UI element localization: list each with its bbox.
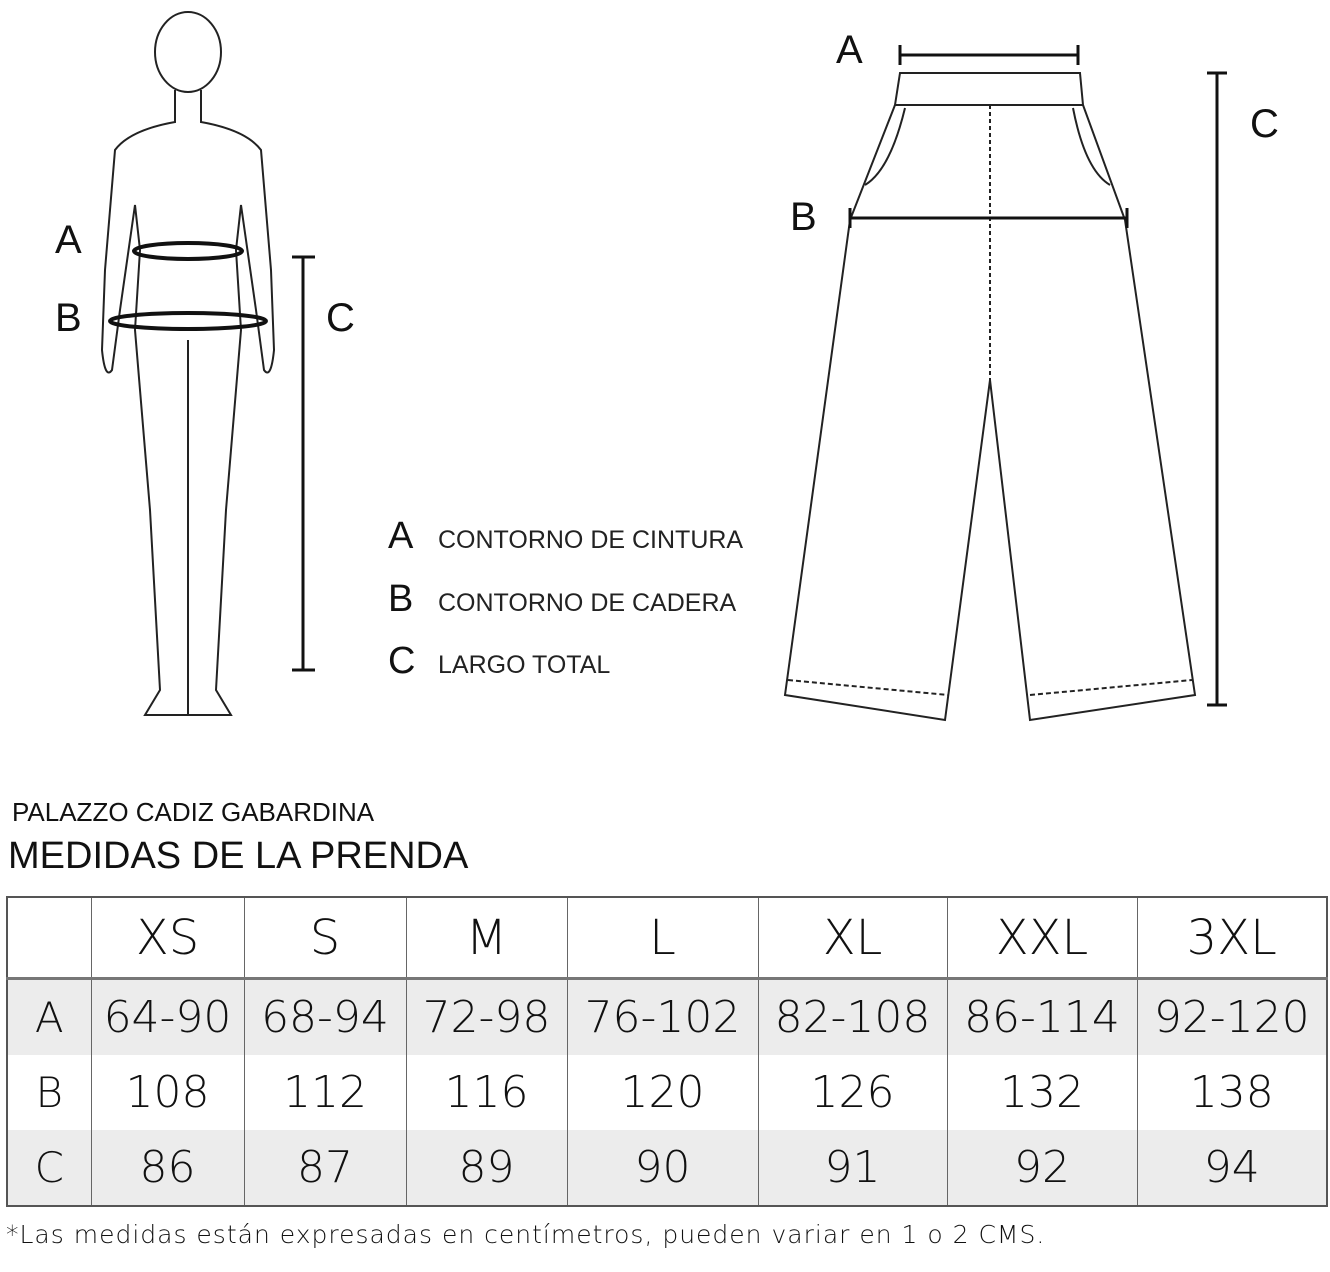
table-cell: 86 <box>90 1130 244 1206</box>
body-label-b: B <box>55 296 82 340</box>
table-cell: 92 <box>946 1130 1137 1206</box>
table-cell: 64-90 <box>90 978 244 1055</box>
table-cell: 89 <box>405 1130 567 1206</box>
product-name: PALAZZO CADIZ GABARDINA <box>12 797 375 827</box>
table-row: C 86 87 89 90 91 92 94 <box>7 1130 1327 1206</box>
table-cell: 120 <box>566 1055 758 1130</box>
row-key: A <box>7 978 91 1055</box>
table-cell: 92-120 <box>1136 978 1327 1055</box>
size-header: XL <box>757 897 947 980</box>
size-header: L <box>566 897 758 980</box>
body-label-c: C <box>326 296 355 340</box>
legend-item: B CONTORNO DE CADERA <box>388 578 736 621</box>
table-cell: 132 <box>946 1055 1137 1130</box>
size-header: XXL <box>946 897 1137 980</box>
table-cell: 86-114 <box>946 978 1137 1055</box>
pants-label-a: A <box>836 28 863 72</box>
size-header: XS <box>90 897 244 980</box>
table-cell: 94 <box>1136 1130 1327 1206</box>
legend-text: CONTORNO DE CADERA <box>438 589 737 617</box>
table-cell: 82-108 <box>757 978 947 1055</box>
table-cell: 108 <box>90 1055 244 1130</box>
size-header: 3XL <box>1136 897 1327 980</box>
legend-key: A <box>388 515 414 557</box>
row-key: B <box>35 1068 63 1117</box>
size-table: XS S M L XL XXL 3XL A 64-90 68-94 72-98 … <box>6 896 1328 1207</box>
table-cell: 138 <box>1136 1055 1327 1130</box>
size-header: S <box>243 897 406 980</box>
legend-text: CONTORNO DE CINTURA <box>438 526 744 554</box>
hip-measure-ring <box>108 311 268 331</box>
table-row: A 64-90 68-94 72-98 76-102 82-108 86-114… <box>7 978 1327 1055</box>
size-header: M <box>405 897 567 980</box>
table-cell: 91 <box>757 1130 947 1206</box>
legend-key: C <box>388 640 416 682</box>
pants-illustration <box>783 45 1227 722</box>
table-cell: 116 <box>405 1055 567 1130</box>
footnote: *Las medidas están expresadas en centíme… <box>6 1220 1046 1249</box>
length-measure-line <box>292 255 315 672</box>
row-key: C <box>7 1130 91 1206</box>
section-title: MEDIDAS DE LA PRENDA <box>8 835 469 877</box>
header-corner <box>7 897 91 980</box>
waist-measure-ring <box>132 241 244 261</box>
legend-item: C LARGO TOTAL <box>388 640 610 683</box>
table-cell: 76-102 <box>566 978 758 1055</box>
pants-label-b: B <box>790 195 817 239</box>
table-cell: 90 <box>566 1130 758 1206</box>
table-cell: 68-94 <box>243 978 406 1055</box>
table-cell: 87 <box>243 1130 406 1206</box>
body-label-a: A <box>55 218 82 262</box>
table-cell: 112 <box>243 1055 406 1130</box>
pants-label-c: C <box>1250 102 1279 146</box>
legend-key: B <box>388 578 414 620</box>
legend-text: LARGO TOTAL <box>438 651 611 679</box>
body-figure-illustration <box>100 11 276 716</box>
table-cell: 72-98 <box>405 978 567 1055</box>
table-row: B 108 112 116 120 126 132 138 <box>7 1055 1327 1130</box>
table-cell: 126 <box>757 1055 947 1130</box>
legend-item: A CONTORNO DE CINTURA <box>388 515 743 558</box>
table-header-row: XS S M L XL XXL 3XL <box>7 897 1327 980</box>
